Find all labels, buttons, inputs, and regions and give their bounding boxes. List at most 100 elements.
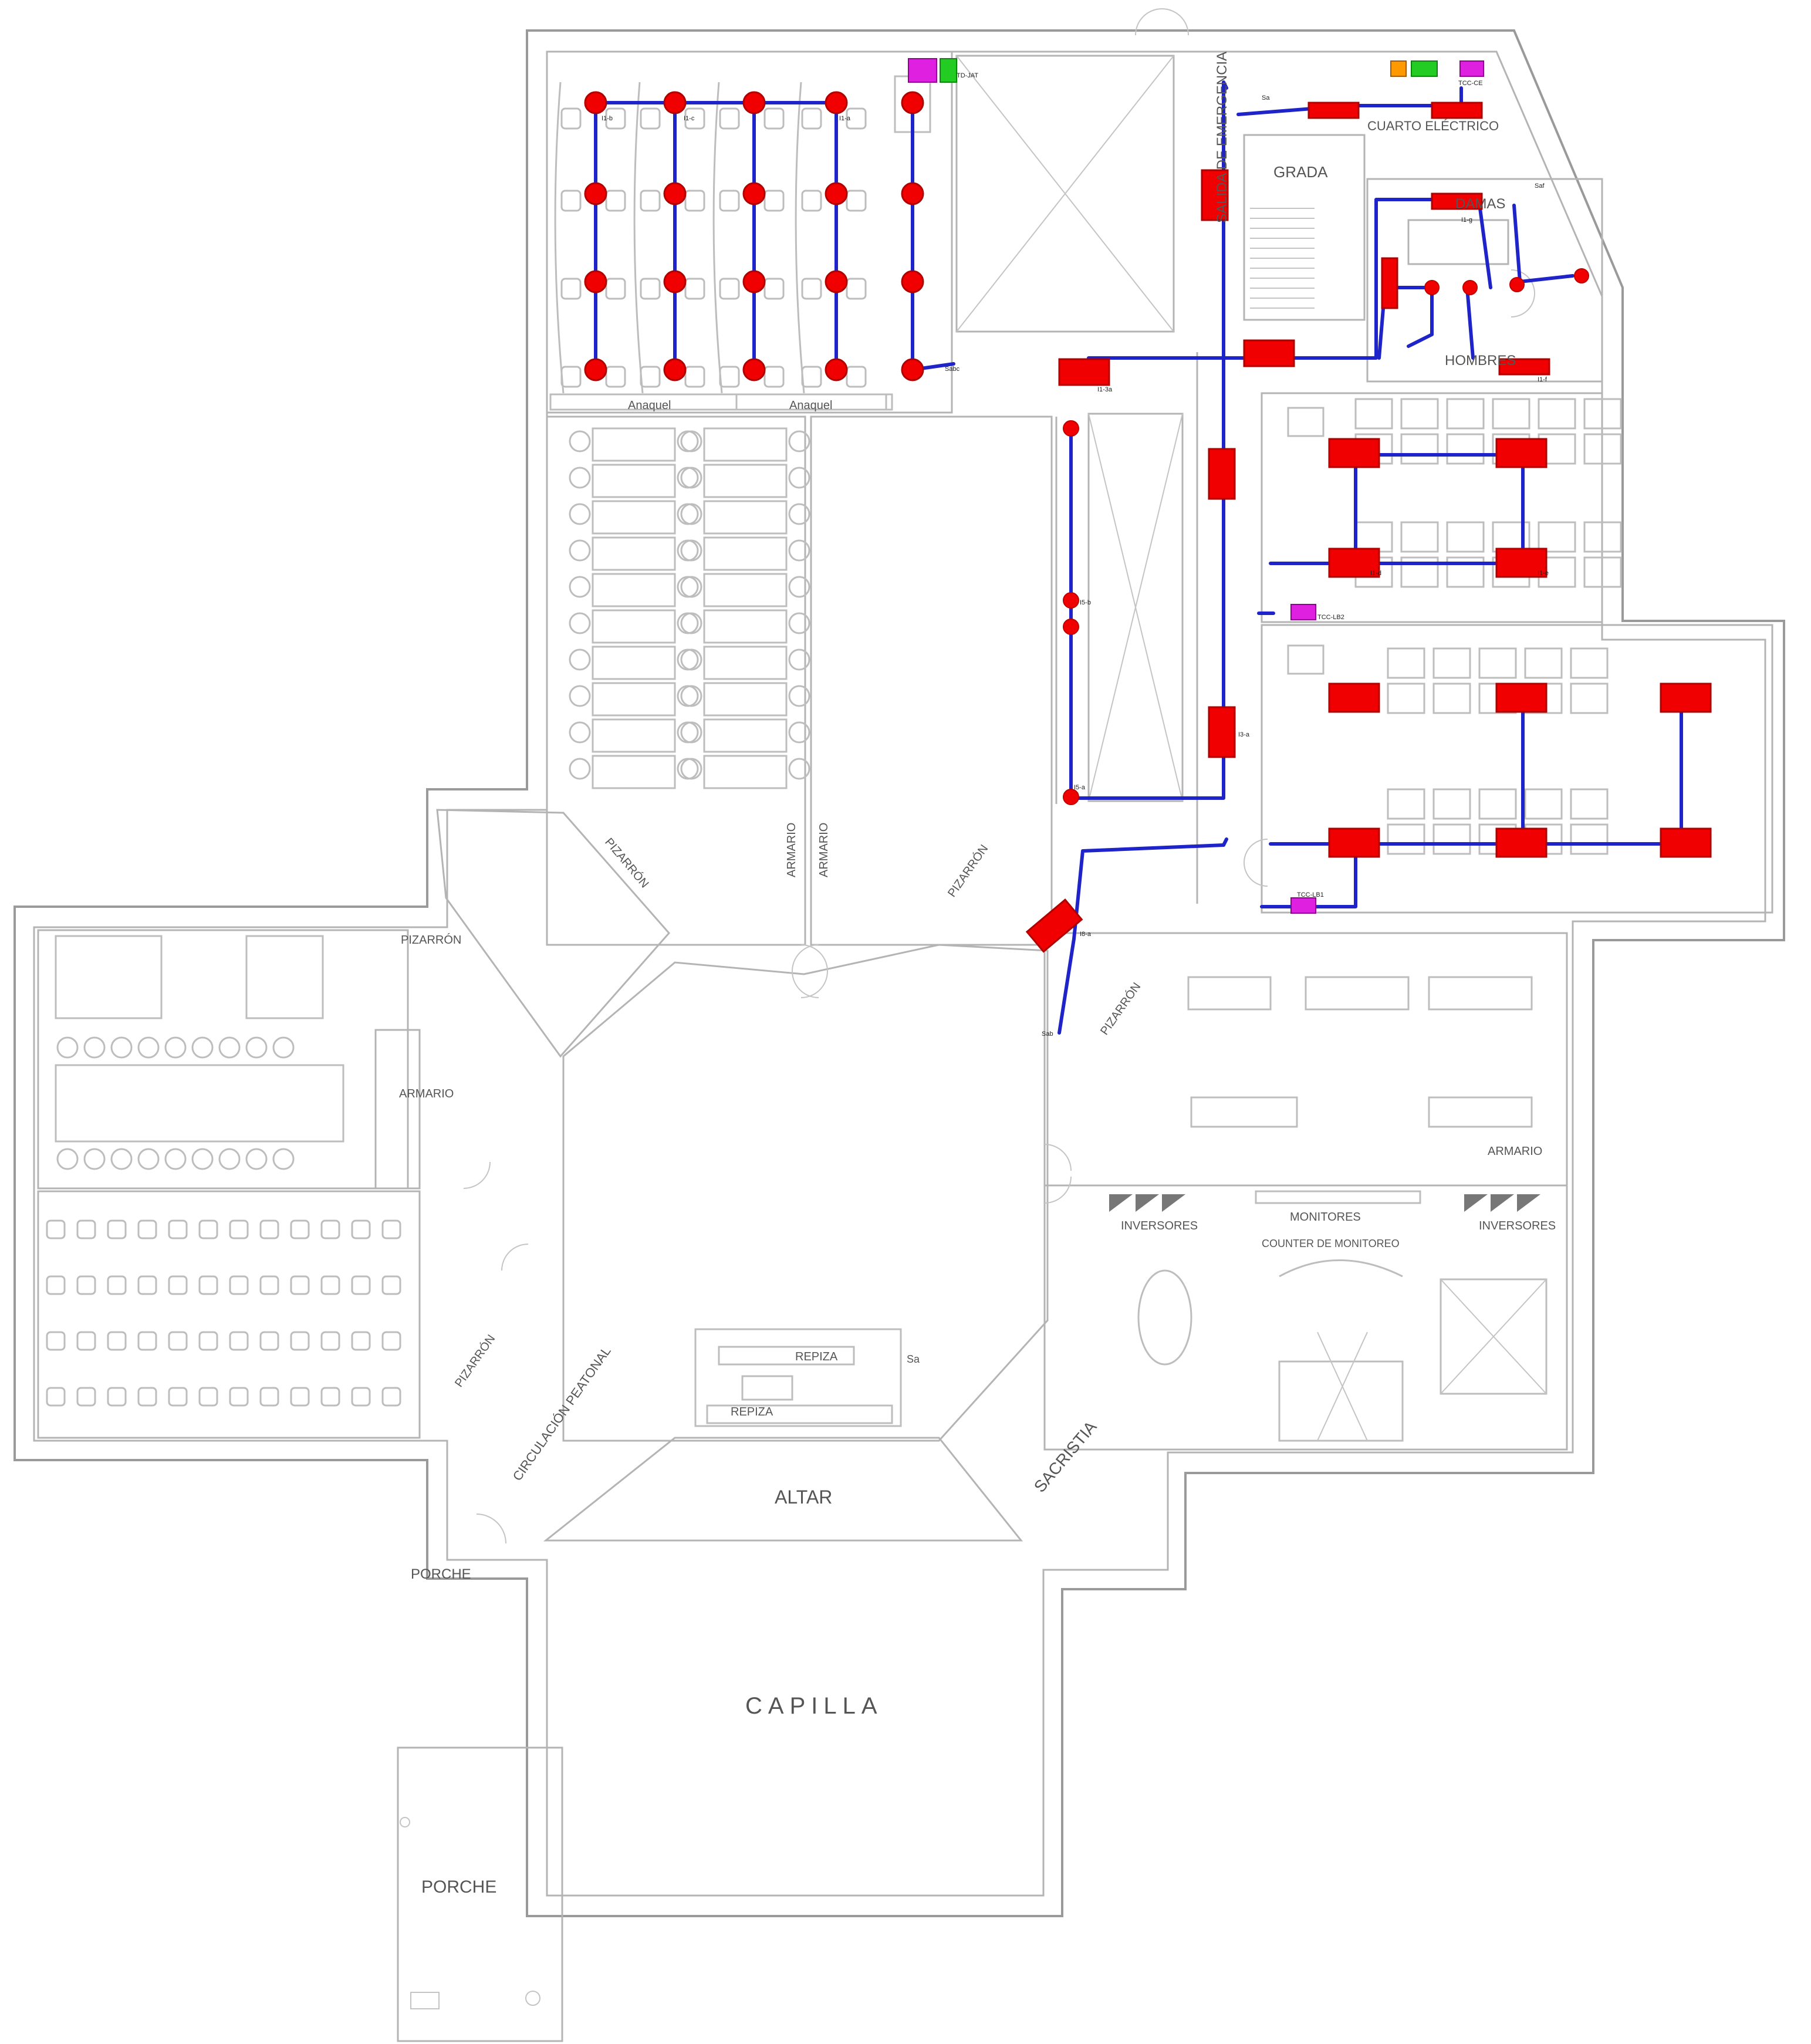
inversores-label-1: INVERSORES <box>1121 1219 1198 1232</box>
desk-chair <box>351 1275 371 1295</box>
desk-chair <box>229 1331 249 1351</box>
workstation <box>1400 433 1439 465</box>
round-luminaire <box>825 182 848 205</box>
round-luminaire <box>825 91 848 114</box>
inverter-icon <box>1109 1194 1133 1212</box>
circuit-tag-i8a: I8-a <box>1080 931 1092 938</box>
chair <box>640 278 661 300</box>
stool <box>680 576 702 598</box>
desk-chair <box>168 1275 188 1295</box>
circuit-tag-i1e: I1-e <box>1538 570 1549 577</box>
seat <box>56 1148 79 1170</box>
chair <box>684 278 705 300</box>
seat <box>137 1148 160 1170</box>
chair <box>560 107 582 130</box>
desk-chair <box>351 1219 371 1239</box>
chair <box>605 107 626 130</box>
desk-chair <box>229 1275 249 1295</box>
monitoring-furniture <box>1109 976 1548 1442</box>
panel-tag-tcc-ce: TCC-CE <box>1458 80 1483 87</box>
chair <box>719 190 740 212</box>
inversores-label-2: INVERSORES <box>1479 1219 1556 1232</box>
study-tables <box>569 427 810 789</box>
seat <box>191 1036 214 1059</box>
desk-chair <box>137 1275 157 1295</box>
desk-chair <box>351 1387 371 1407</box>
chair <box>801 190 822 212</box>
inverter-icon <box>1136 1194 1159 1212</box>
desk-chair <box>76 1219 96 1239</box>
desk-chair <box>290 1275 310 1295</box>
stool <box>680 503 702 525</box>
workstation <box>1400 398 1439 430</box>
workstation <box>1446 398 1485 430</box>
stool <box>569 721 591 744</box>
distribution-boards <box>908 58 1484 914</box>
electrical-room-label: CUARTO ELÉCTRICO <box>1367 119 1499 133</box>
workstation <box>1446 556 1485 588</box>
chair <box>560 366 582 388</box>
workstation <box>1538 398 1576 430</box>
workstation <box>1400 521 1439 553</box>
pizarron-label-1: PIZARRÓN <box>602 835 651 890</box>
workstation <box>1570 683 1609 714</box>
study-table <box>703 755 788 789</box>
seat <box>191 1148 214 1170</box>
workstation <box>1387 683 1425 714</box>
stool <box>788 430 810 452</box>
desk-chair <box>107 1387 127 1407</box>
workstation <box>1446 433 1485 465</box>
chair <box>763 107 785 130</box>
circuit-tag-i3a: I3-a <box>1238 731 1250 738</box>
stool <box>569 576 591 598</box>
desk-chair <box>229 1387 249 1407</box>
round-luminaire <box>742 270 766 293</box>
study-table <box>703 609 788 644</box>
panel-tag-tcc-lb1: TCC-LB1 <box>1297 891 1324 898</box>
chair <box>846 107 867 130</box>
round-luminaire <box>584 182 607 205</box>
circuit-tag-i5b: I5-b <box>1080 599 1091 606</box>
armario-label-4: ARMARIO <box>1488 1145 1542 1158</box>
stool <box>788 685 810 707</box>
workstation <box>1432 823 1471 855</box>
pizarron-label-5: PIZARRÓN <box>1097 980 1143 1038</box>
repiza-label-2: REPIZA <box>731 1406 773 1418</box>
seat <box>83 1036 106 1059</box>
study-table <box>592 573 676 607</box>
seat <box>83 1148 106 1170</box>
stool <box>569 612 591 634</box>
chair <box>719 366 740 388</box>
workstation <box>1570 788 1609 820</box>
stool <box>569 648 591 671</box>
chair <box>684 107 705 130</box>
pizarron-label-4: PIZARRÓN <box>452 1332 498 1390</box>
desk-chair <box>320 1331 340 1351</box>
stool <box>788 648 810 671</box>
desk-chair <box>46 1331 66 1351</box>
stool <box>680 685 702 707</box>
desk-chair <box>381 1331 401 1351</box>
table-block <box>55 935 163 1019</box>
desk-chair <box>76 1275 96 1295</box>
workstation <box>1492 398 1530 430</box>
porche-label-1: PORCHE <box>411 1566 471 1582</box>
luminaires <box>584 91 1712 953</box>
study-table <box>703 718 788 753</box>
workstation <box>1583 433 1622 465</box>
porche-label-2: PORCHE <box>421 1877 496 1897</box>
chair <box>763 190 785 212</box>
table-block <box>55 1064 344 1143</box>
chair <box>605 190 626 212</box>
study-table <box>592 718 676 753</box>
desk-chair <box>290 1387 310 1407</box>
circuit-tag-i1c: I1-c <box>684 115 695 122</box>
desk-chair <box>381 1219 401 1239</box>
emergency-exit-label: SALIDA DE EMERGENCIA <box>1214 52 1230 223</box>
seat <box>110 1036 133 1059</box>
stool <box>680 467 702 489</box>
seat <box>110 1148 133 1170</box>
seat <box>272 1036 295 1059</box>
seat <box>164 1148 187 1170</box>
